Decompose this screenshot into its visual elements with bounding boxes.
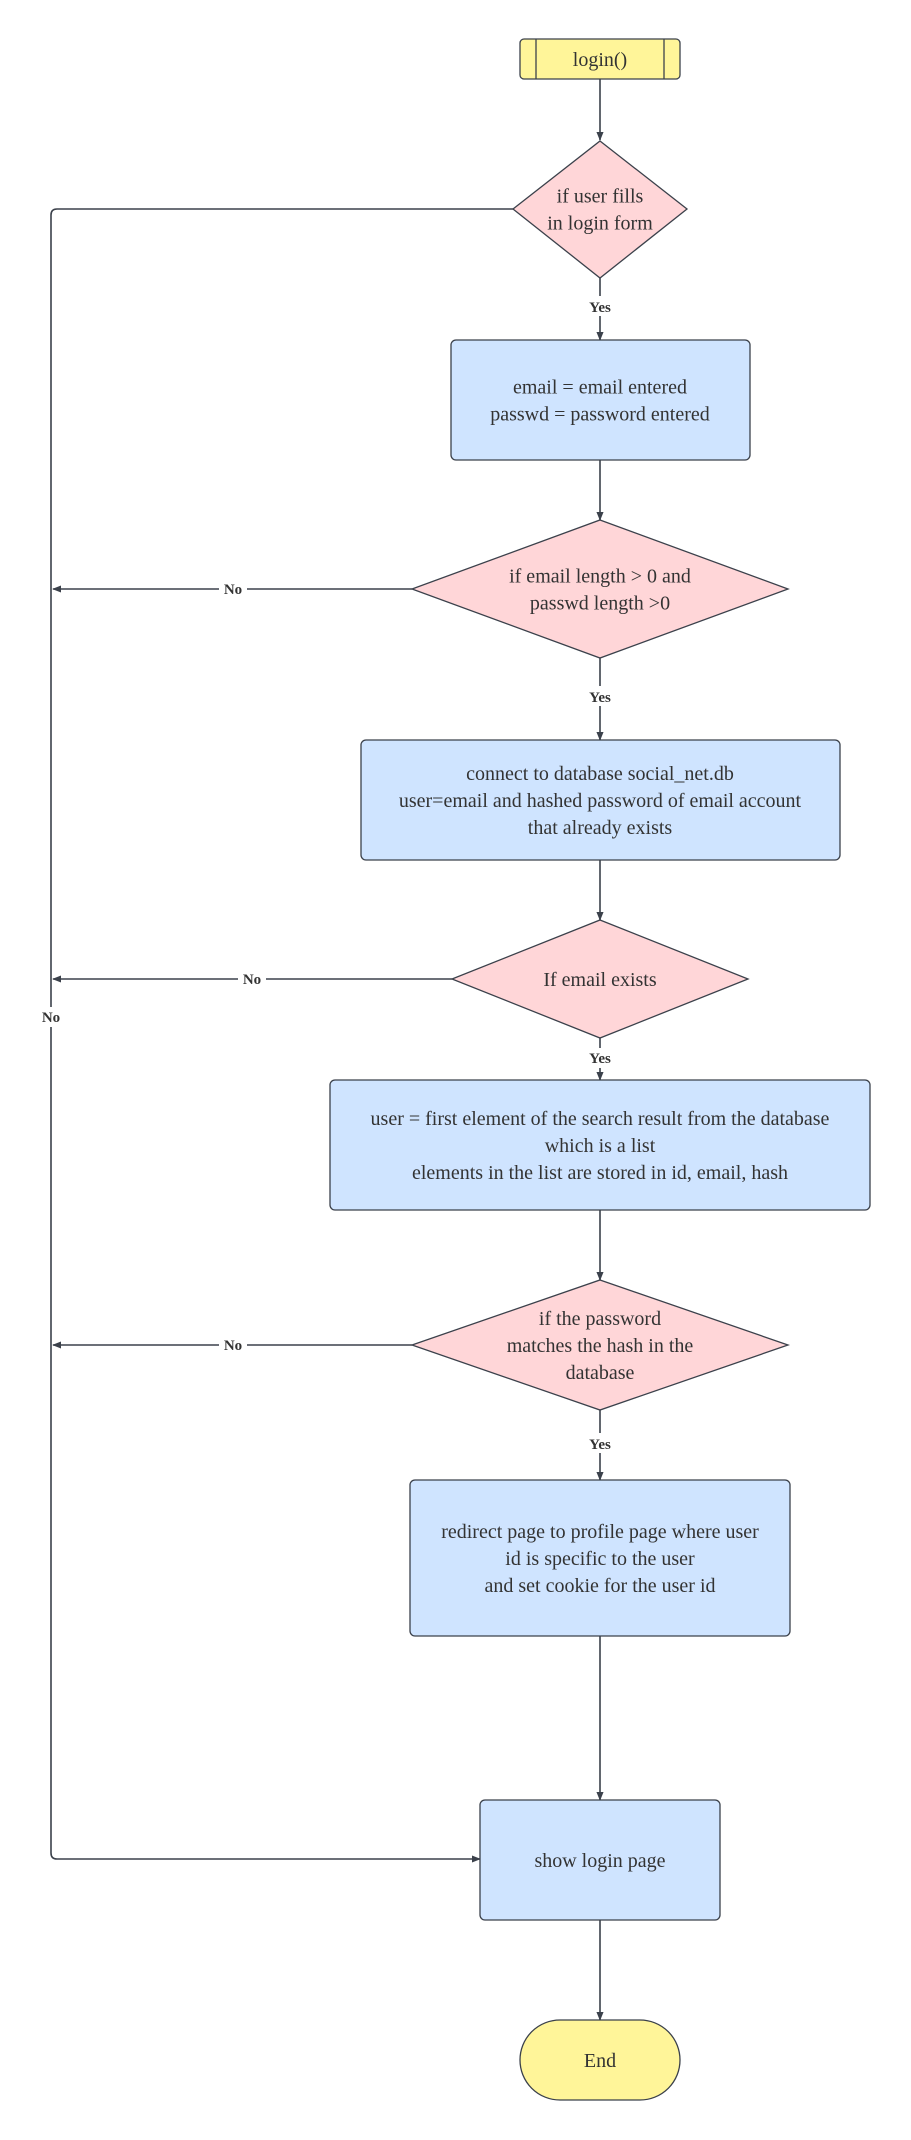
process-get-user-label: user = first element of the search resul… xyxy=(371,1108,830,1184)
p3-line-3: elements in the list are stored in id, e… xyxy=(412,1162,788,1184)
label-yes-3: Yes xyxy=(589,1051,611,1067)
d2-line-2: passwd length >0 xyxy=(530,593,670,615)
decision-user-fills-form-label: if user fills in login form xyxy=(547,186,653,235)
d1-line-2: in login form xyxy=(547,213,653,235)
decision-password-match: if the password matches the hash in the da… xyxy=(410,1279,790,1411)
decision-length-check-label: if email length > 0 and passwd length >0 xyxy=(509,566,691,615)
decision-user-fills-form: if user fills in login form xyxy=(511,140,689,279)
p2-line-1: connect to database social_net.db xyxy=(466,763,734,785)
end-line-1: End xyxy=(584,2050,616,2072)
p1-line-2: passwd = password entered xyxy=(490,404,710,426)
p2-line-3: that already exists xyxy=(528,817,673,839)
process-assign-credentials: email = email entered passwd = password e… xyxy=(450,339,751,461)
label-yes-1: Yes xyxy=(589,300,611,316)
p1-line-1: email = email entered xyxy=(513,377,687,399)
label-yes-2: Yes xyxy=(589,690,611,706)
p3-line-1: user = first element of the search resul… xyxy=(371,1108,830,1130)
label-yes-4: Yes xyxy=(589,1437,611,1453)
d2-line-1: if email length > 0 and xyxy=(509,566,691,588)
edge-labels: Yes Yes Yes Yes No No No No xyxy=(37,296,616,1453)
d3-line-1: If email exists xyxy=(543,969,657,991)
d4-line-1: if the password xyxy=(539,1308,661,1330)
p3-line-2: which is a list xyxy=(545,1135,656,1157)
decision-length-check: if email length > 0 and passwd length >0 xyxy=(410,519,790,659)
process-show-login: show login page xyxy=(479,1799,721,1921)
d4-line-3: database xyxy=(566,1362,635,1384)
nodes: login() if user fills in login form email… xyxy=(329,38,871,2101)
edge-d1-no-rail xyxy=(50,208,513,1863)
process-assign-credentials-label: email = email entered passwd = password e… xyxy=(490,377,710,426)
decision-email-exists: If email exists xyxy=(450,919,750,1039)
process-connect-database: connect to database social_net.db user=em… xyxy=(360,739,841,861)
process-redirect-profile: redirect page to profile page where user… xyxy=(409,1479,791,1637)
process-show-login-label: show login page xyxy=(534,1850,665,1872)
d4-line-2: matches the hash in the xyxy=(507,1335,694,1357)
label-no-d2: No xyxy=(224,582,242,598)
label-no-rail: No xyxy=(42,1010,60,1026)
p5-line-1: show login page xyxy=(534,1850,665,1872)
decision-email-exists-label: If email exists xyxy=(543,969,657,991)
p4-line-1: redirect page to profile page where user xyxy=(441,1521,759,1543)
process-get-user: user = first element of the search resul… xyxy=(329,1079,871,1211)
d1-line-1: if user fills xyxy=(557,186,644,208)
end-node: End xyxy=(519,2019,681,2101)
p4-line-3: and set cookie for the user id xyxy=(484,1575,715,1597)
process-connect-database-label: connect to database social_net.db user=em… xyxy=(399,763,802,839)
label-no-d4: No xyxy=(224,1338,242,1354)
start-label: login() xyxy=(573,49,627,71)
decision-password-match-label: if the password matches the hash in the da… xyxy=(507,1308,694,1384)
start-line-1: login() xyxy=(573,49,627,71)
p4-line-2: id is specific to the user xyxy=(505,1548,695,1570)
p2-line-2: user=email and hashed password of email … xyxy=(399,790,802,812)
start-node: login() xyxy=(519,38,681,80)
process-redirect-profile-label: redirect page to profile page where user… xyxy=(441,1521,759,1597)
label-no-d3: No xyxy=(243,972,261,988)
end-label: End xyxy=(584,2050,616,2072)
